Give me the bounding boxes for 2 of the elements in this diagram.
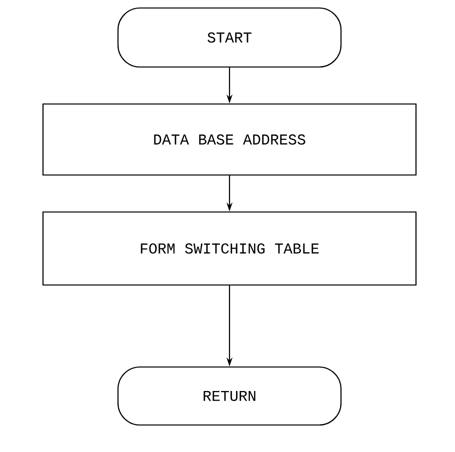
process-box: FORM SWITCHING TABLE	[42, 211, 417, 286]
process-box: DATA BASE ADDRESS	[42, 103, 417, 176]
